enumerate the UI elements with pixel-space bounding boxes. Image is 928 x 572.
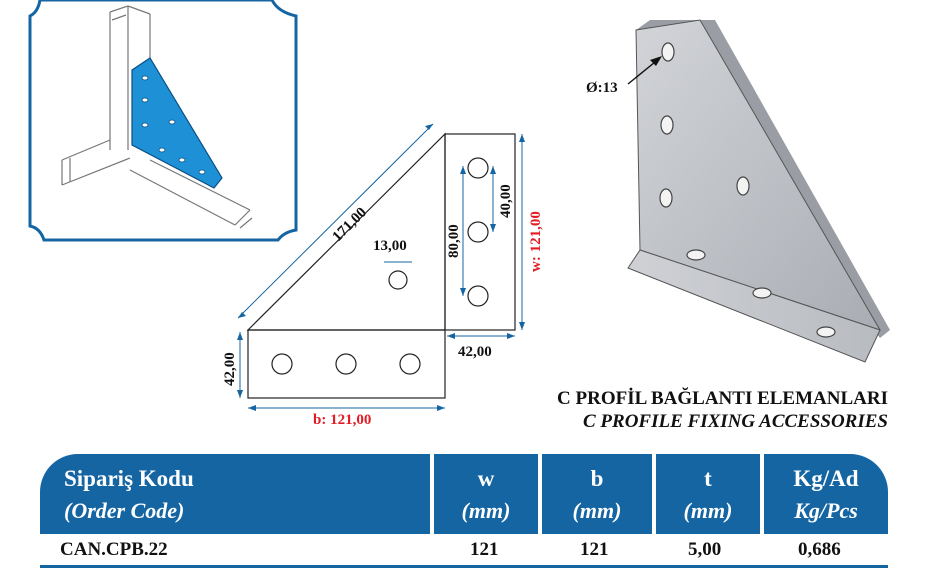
cell-b: 121 <box>580 539 609 560</box>
technical-drawing: 171,00 13,00 80,00 40,00 w: 121,00 42,00… <box>222 123 544 428</box>
bracket-highlight <box>131 57 223 189</box>
cell-t: 5,00 <box>688 539 722 560</box>
dim-b: b: 121,00 <box>313 412 371 428</box>
cell-w: 121 <box>470 539 499 560</box>
assembly-illustration <box>28 0 298 242</box>
spec-table-header: Sipariş Kodu (Order Code) w (mm) b (mm) … <box>40 454 888 534</box>
dim-hole: 13,00 <box>373 238 407 254</box>
dim-w: w: 121,00 <box>528 211 544 272</box>
cell-kg: 0,686 <box>798 539 841 560</box>
title-turkish: C PROFİL BAĞLANTI ELEMANLARI <box>557 388 888 409</box>
table-row: CAN.CPB.22 121 121 5,00 0,686 <box>40 537 888 565</box>
header-w: w (mm) <box>434 454 538 534</box>
title-english: C PROFILE FIXING ACCESSORIES <box>583 411 888 432</box>
bracket-3d-render: Ø:13 <box>586 19 890 363</box>
row-underline <box>40 565 888 568</box>
cell-code: CAN.CPB.22 <box>60 539 168 560</box>
dim-42-bottom: 42,00 <box>458 344 492 360</box>
dim-42-left: 42,00 <box>222 352 238 386</box>
hole-diameter-label: Ø:13 <box>586 80 618 96</box>
header-order-code: Sipariş Kodu (Order Code) <box>40 454 430 534</box>
header-weight: Kg/Ad Kg/Pcs <box>764 454 888 534</box>
header-t: t (mm) <box>656 454 760 534</box>
dim-40: 40,00 <box>498 184 514 218</box>
header-b: b (mm) <box>542 454 652 534</box>
dim-hypotenuse: 171,00 <box>330 205 370 245</box>
dim-80: 80,00 <box>446 224 462 258</box>
